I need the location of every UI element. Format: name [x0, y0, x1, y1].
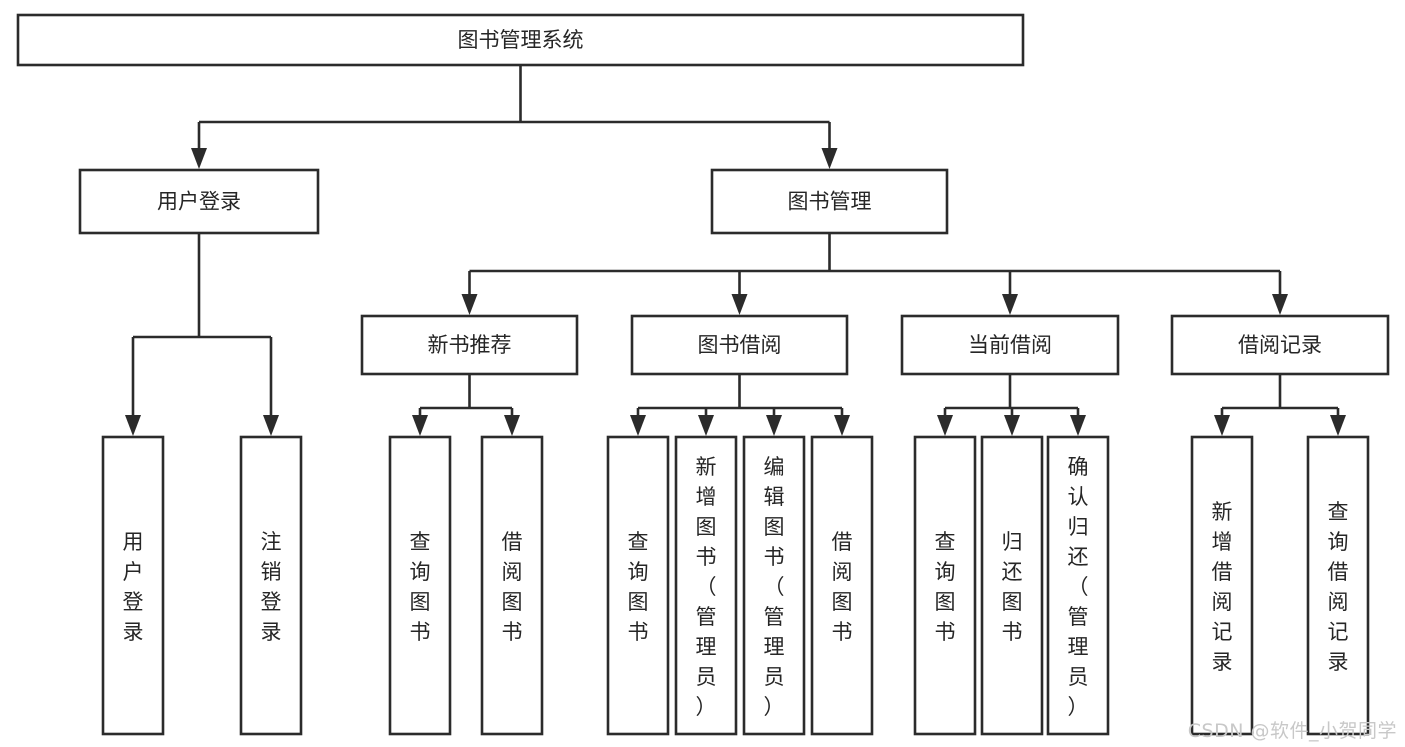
node-current-borrow[interactable]: 当前借阅 [900, 314, 1120, 376]
node-label: 新增图书（管理员） [696, 455, 717, 719]
arrow-head-icon [821, 148, 838, 169]
node-box [388, 435, 452, 736]
node-box [480, 435, 544, 736]
node-leaf-add-borrow-record[interactable]: 新增借阅记录 [1190, 435, 1254, 736]
node-label: 查询借阅记录 [1328, 500, 1349, 674]
node-box [16, 13, 1025, 67]
node-box [710, 168, 949, 235]
node-label: 编辑图书（管理员） [764, 455, 785, 719]
node-label: 用户登录 [123, 530, 144, 644]
arrow-head-icon [630, 415, 646, 436]
edge-group-user-login [125, 233, 279, 436]
node-box [1306, 435, 1370, 736]
arrow-head-icon [1330, 415, 1346, 436]
arrow-head-icon [1002, 294, 1018, 315]
edge-group-book-borrow [630, 374, 850, 436]
node-leaf-query-book-borrow[interactable]: 查询图书 [606, 435, 670, 736]
node-label: 新增借阅记录 [1212, 500, 1233, 674]
node-label: 用户登录 [157, 190, 241, 214]
arrow-head-icon [766, 415, 782, 436]
node-box [630, 314, 849, 376]
node-leaf-edit-book-admin[interactable]: 编辑图书（管理员） [742, 435, 806, 736]
node-box [101, 435, 165, 736]
edge-group-borrow-record [1214, 374, 1346, 436]
node-label: 查询图书 [410, 530, 431, 644]
edge-group-book-manage [461, 233, 1288, 315]
node-box [1046, 435, 1110, 736]
node-box [742, 435, 806, 736]
node-label: 借阅记录 [1238, 333, 1322, 357]
arrow-head-icon [698, 415, 714, 436]
arrow-head-icon [1070, 415, 1086, 436]
node-label: 新书推荐 [428, 333, 512, 357]
node-leaf-return-book[interactable]: 归还图书 [980, 435, 1044, 736]
csdn-watermark: CSDN @软件_小贺同学 [1187, 720, 1397, 742]
node-label: 图书管理系统 [458, 28, 584, 52]
node-label: 归还图书 [1002, 530, 1023, 644]
node-label: 图书借阅 [698, 333, 782, 357]
node-label: 图书管理 [788, 190, 872, 214]
node-leaf-query-book-new[interactable]: 查询图书 [388, 435, 452, 736]
node-book-borrow[interactable]: 图书借阅 [630, 314, 849, 376]
arrow-head-icon [1214, 415, 1230, 436]
node-root[interactable]: 图书管理系统 [16, 13, 1025, 67]
node-box [1190, 435, 1254, 736]
node-box [360, 314, 579, 376]
edge-group-root [191, 65, 838, 169]
arrow-head-icon [1004, 415, 1020, 436]
arrow-head-icon [191, 148, 207, 169]
node-leaf-borrow-book-new[interactable]: 借阅图书 [480, 435, 544, 736]
node-user-login[interactable]: 用户登录 [78, 168, 320, 235]
node-leaf-confirm-return-admin[interactable]: 确认归还（管理员） [1046, 435, 1110, 736]
node-box [900, 314, 1120, 376]
node-box [674, 435, 738, 736]
node-label: 当前借阅 [968, 333, 1052, 357]
node-leaf-query-borrow-record[interactable]: 查询借阅记录 [1306, 435, 1370, 736]
node-label: 借阅图书 [832, 530, 853, 644]
node-layer: 图书管理系统用户登录图书管理新书推荐图书借阅当前借阅借阅记录用户登录注销登录查询… [16, 13, 1390, 736]
arrow-head-icon [125, 415, 141, 436]
node-label: 查询图书 [935, 530, 956, 644]
arrow-head-icon [937, 415, 953, 436]
node-box [810, 435, 874, 736]
node-box [1170, 314, 1390, 376]
node-leaf-user-login[interactable]: 用户登录 [101, 435, 165, 736]
node-label: 确认归还（管理员） [1068, 455, 1089, 719]
node-leaf-query-book-current[interactable]: 查询图书 [913, 435, 977, 736]
node-book-manage[interactable]: 图书管理 [710, 168, 949, 235]
node-label: 查询图书 [628, 530, 649, 644]
arrow-head-icon [1272, 294, 1288, 315]
arrow-head-icon [263, 415, 279, 436]
node-box [78, 168, 320, 235]
node-box [606, 435, 670, 736]
edge-group-current-borrow [937, 374, 1086, 436]
arrow-head-icon [412, 415, 428, 436]
edge-group-new-book-recommend [412, 374, 520, 436]
node-leaf-borrow-book[interactable]: 借阅图书 [810, 435, 874, 736]
arrow-head-icon [834, 415, 850, 436]
node-box [239, 435, 303, 736]
node-leaf-add-book-admin[interactable]: 新增图书（管理员） [674, 435, 738, 736]
edge-layer [125, 65, 1346, 436]
node-box [913, 435, 977, 736]
node-leaf-user-logout[interactable]: 注销登录 [239, 435, 303, 736]
node-label: 注销登录 [261, 530, 282, 644]
node-new-book-recommend[interactable]: 新书推荐 [360, 314, 579, 376]
arrow-head-icon [461, 294, 478, 315]
node-label: 借阅图书 [502, 530, 523, 644]
node-box [980, 435, 1044, 736]
arrow-head-icon [504, 415, 520, 436]
node-borrow-record[interactable]: 借阅记录 [1170, 314, 1390, 376]
arrow-head-icon [731, 294, 748, 315]
